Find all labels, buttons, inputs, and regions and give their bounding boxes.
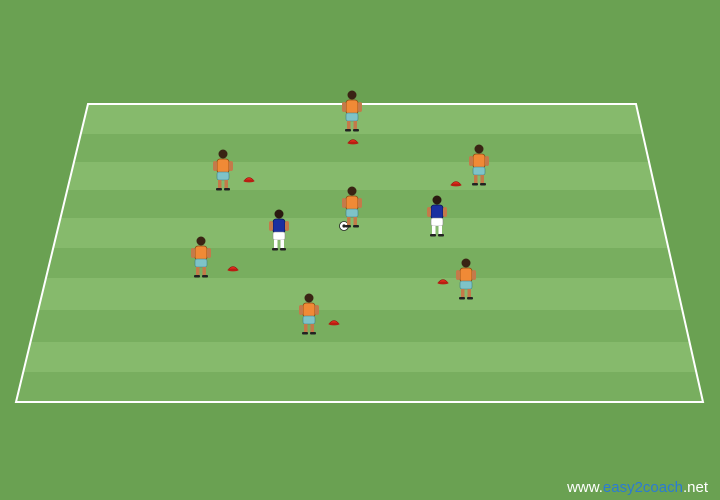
field-boundary [14,103,705,403]
watermark-prefix: www. [567,479,603,496]
watermark: www.easy2coach.net [567,479,708,496]
ball-icon [339,221,349,231]
watermark-brand: easy2coach [602,479,683,496]
watermark-suffix: .net [682,479,708,496]
field-stripes [16,104,703,402]
